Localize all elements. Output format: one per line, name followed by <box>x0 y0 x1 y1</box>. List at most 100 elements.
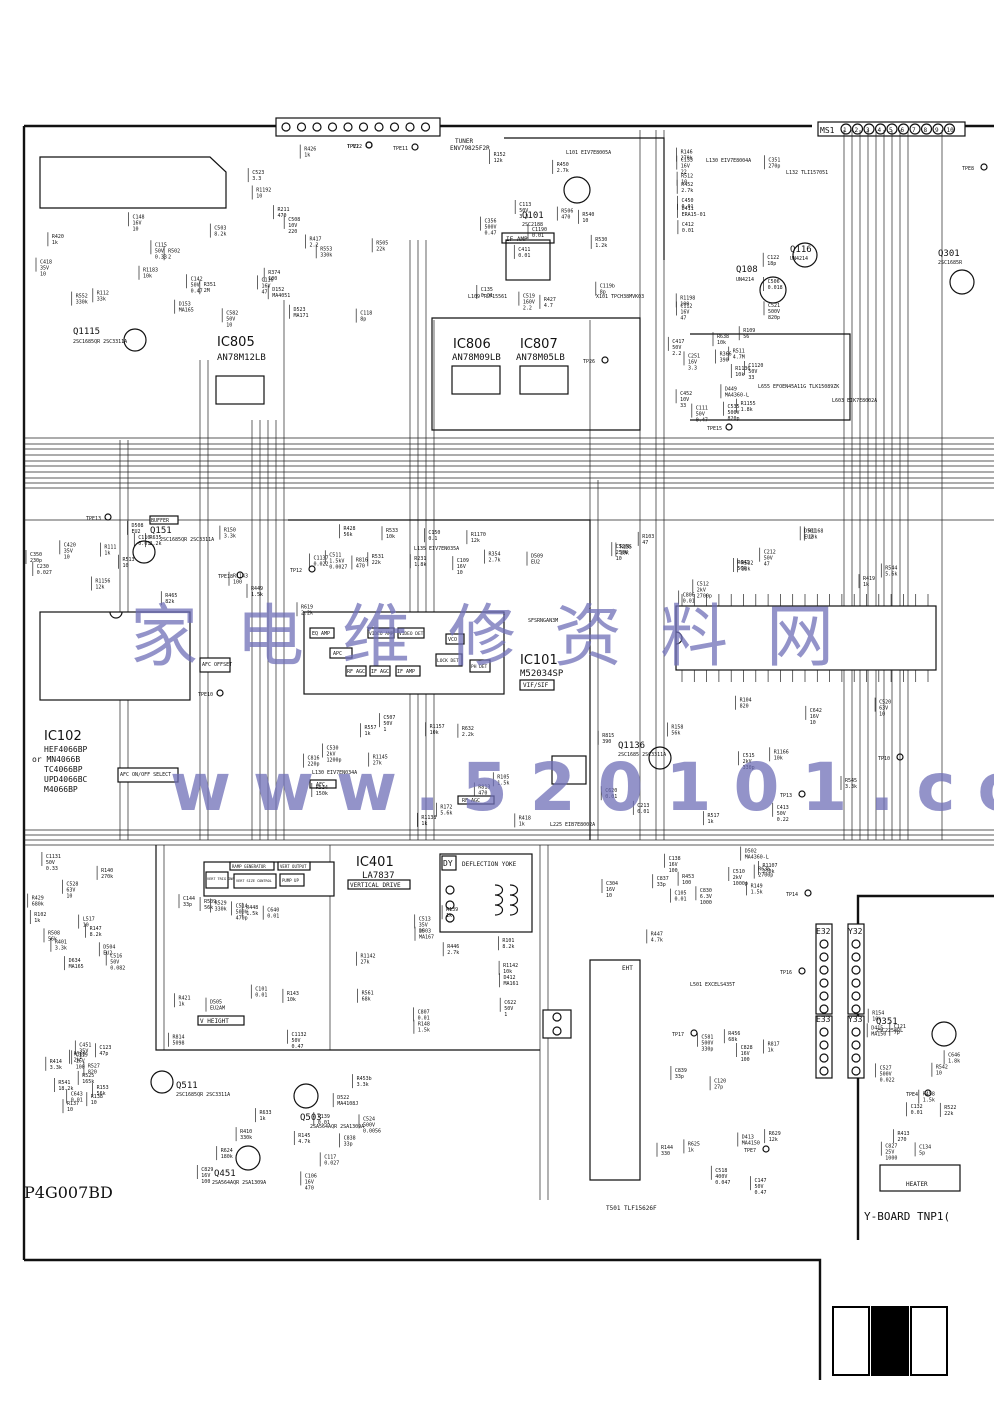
test-point <box>690 1029 698 1037</box>
component-label: R458 <box>923 1092 935 1098</box>
component-label: 16V <box>457 564 466 570</box>
rf-agc-ic-label: RF AGC <box>347 669 365 675</box>
component-label: 0.018 <box>768 285 783 291</box>
q301-part: 2SC1685R <box>938 260 963 266</box>
component-label: C520b <box>616 544 631 550</box>
tuner-pin <box>343 122 353 132</box>
component-label: 8.2k <box>90 932 102 938</box>
component-label: 390 <box>602 739 611 745</box>
component-label: 10 <box>64 554 70 560</box>
component-label: 5.6k <box>440 811 452 817</box>
component-label: R1142 <box>503 963 518 969</box>
component-label: R351 <box>204 282 216 288</box>
component-label: 5098 <box>173 1041 185 1047</box>
component-label: R1155 <box>741 401 756 407</box>
component-label: 160V <box>523 300 535 306</box>
e33-pin <box>819 1027 829 1037</box>
component-label: 270k <box>681 156 693 162</box>
component-label: 10V <box>680 397 689 403</box>
ms1-pin <box>874 123 887 135</box>
component-label: 270k <box>101 874 113 880</box>
ehv-label: EHT <box>622 965 633 972</box>
component-label: C806 <box>683 593 695 599</box>
component-label: 2.2k <box>301 610 313 616</box>
test-point-label: TP26 <box>583 359 595 365</box>
component-label: 2 <box>168 254 171 260</box>
component-label: 2M <box>204 288 210 294</box>
component-label: 2kV <box>327 752 336 758</box>
test-point-label: TP17 <box>672 1032 684 1038</box>
watermark-url: www.520101.com <box>170 749 994 826</box>
component-label: C144 <box>183 896 195 902</box>
y32-label: Y32 <box>848 927 863 936</box>
component-label: L517 <box>83 917 95 923</box>
component-label: 47p <box>99 1051 108 1057</box>
component-label: 470 <box>356 564 365 570</box>
component-label: C351 <box>768 157 780 163</box>
component-label: C110 <box>138 535 150 541</box>
l130-label: L130 EIV7E8004A <box>706 158 751 164</box>
tuner-pin <box>405 122 415 132</box>
l655-block: L655 EFOEN45A11G TLK15089ZK L603 EIK7E80… <box>690 333 877 421</box>
tuner-pin <box>281 122 291 132</box>
legend-box-1 <box>832 1306 870 1376</box>
component-label: R1107 <box>763 863 778 869</box>
test-point-label: TPE13 <box>86 516 101 522</box>
test-point <box>804 889 812 897</box>
component-labels: R118310kR119210C11900.01R1198100C112050V… <box>25 144 960 1196</box>
component-label: C1120 <box>748 363 763 369</box>
component-label: 4.7k <box>651 937 663 943</box>
e33-label: E33 <box>816 1015 831 1024</box>
component-label: C147 <box>755 1178 767 1184</box>
ic101-frame <box>288 519 591 840</box>
test-point-label: TPE12 <box>347 144 362 150</box>
component-label: R143 <box>287 991 299 997</box>
component-label: R448 <box>246 905 258 911</box>
component-label: C111 <box>696 406 708 412</box>
component-label: 220 <box>288 229 297 235</box>
y32-pin <box>851 939 861 949</box>
component-label: 7p <box>894 1030 900 1036</box>
component-label: 68k <box>362 997 371 1003</box>
component-label: R533 <box>386 528 398 534</box>
component-label: C515 <box>743 753 755 759</box>
component-label: 2.2 <box>310 243 319 249</box>
component-label: C112 <box>680 304 692 310</box>
component-label: 0.01 <box>71 1097 83 1103</box>
component-label: 10 <box>91 1100 97 1106</box>
component-label: 18.2k <box>58 1086 73 1092</box>
component-label: 27k <box>373 761 382 767</box>
component-label: 270 <box>898 1137 907 1143</box>
component-label: R1157 <box>430 724 445 730</box>
component-label: 5p <box>919 1150 925 1156</box>
component-label: 0.01 <box>318 1120 330 1126</box>
component-label: C528 <box>66 882 78 888</box>
component-label: MA165 <box>179 308 194 314</box>
component-label: C622 <box>504 1000 516 1006</box>
test-point <box>725 423 733 431</box>
component-label: 50V <box>519 208 528 214</box>
component-label: R426 <box>304 147 316 153</box>
component-label: 10V <box>288 223 297 229</box>
ms1-pin-number: 9 <box>935 127 939 134</box>
component-label: 1.5k <box>751 889 763 895</box>
component-label: R1138 <box>421 815 436 821</box>
component-label: 0.47 <box>485 231 497 237</box>
component-label: R139 <box>446 907 458 913</box>
lower-frame <box>155 845 540 1051</box>
component-label: D508 <box>132 523 144 529</box>
component-label: C120 <box>714 1078 726 1084</box>
component-label: R505 <box>376 240 388 246</box>
component-label: D504 <box>103 944 115 950</box>
component-label: R1142 <box>361 954 376 960</box>
component-label: R1198 <box>680 295 695 301</box>
component-label: 100 <box>741 1057 750 1063</box>
component-label: 1.2k <box>595 243 607 249</box>
component-label: C450 <box>682 198 694 204</box>
component-label: 820p <box>768 315 780 321</box>
component-label: 50V <box>764 556 773 562</box>
component-label: 0.0056 <box>363 1128 381 1134</box>
e33-pin <box>819 1066 829 1076</box>
component-label: C829 <box>201 1167 213 1173</box>
component-label: R1192 <box>256 188 271 194</box>
